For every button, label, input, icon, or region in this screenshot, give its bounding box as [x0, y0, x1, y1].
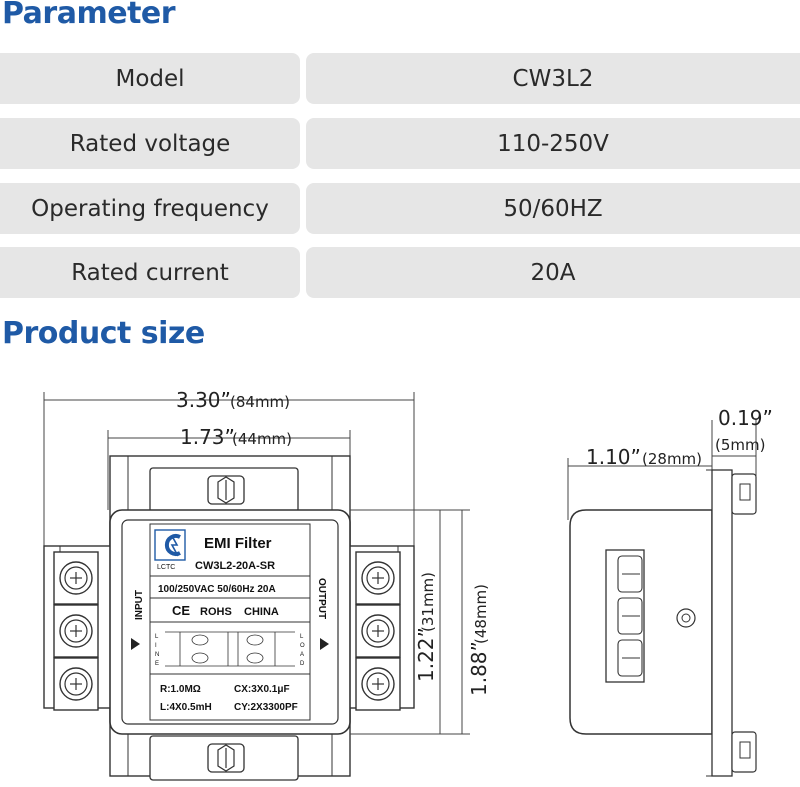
label-l: L:4X0.5mH: [160, 702, 212, 713]
brand-logo: [154, 529, 186, 561]
param-row-rated-voltage: Rated voltage 110-250V: [0, 118, 800, 169]
dim-height-total-mm: (48mm): [472, 584, 490, 644]
line-letter: E: [155, 661, 159, 667]
dim-tab-inch: 0.19”: [718, 406, 773, 430]
input-arrow-icon: [131, 638, 140, 650]
parameter-title: Parameter: [2, 0, 176, 31]
dim-width-total-mm: (84mm): [230, 393, 290, 411]
dim-tab-mm: (5mm): [715, 436, 765, 454]
brand-name: LCTC: [157, 564, 175, 571]
param-label: Rated current: [0, 247, 300, 298]
label-cx: CX:3X0.1μF: [234, 684, 290, 695]
dim-depth-mm: (28mm): [642, 450, 702, 468]
side-view: 1.10” (28mm) 0.19” (5mm): [567, 406, 773, 777]
param-label: Rated voltage: [0, 118, 300, 169]
param-value: CW3L2: [306, 53, 800, 104]
product-size-drawing: 3.30” (84mm) 1.73” (44mm) LCTC EMI: [43, 388, 773, 781]
param-row-rated-current: Rated current 20A: [0, 247, 800, 298]
load-letter: L: [300, 634, 304, 640]
dim-width-total-inch: 3.30”: [176, 388, 231, 412]
label-rating: 100/250VAC 50/60Hz 20A: [158, 584, 276, 595]
line-letter: L: [155, 634, 159, 640]
label-cy: CY:2X3300PF: [234, 702, 298, 713]
label-r: R:1.0MΩ: [160, 684, 201, 695]
label-title: EMI Filter: [204, 535, 272, 552]
label-rohs: ROHS: [200, 606, 232, 618]
param-label: Operating frequency: [0, 183, 300, 234]
dim-width-body-inch: 1.73”: [180, 425, 235, 449]
label-china: CHINA: [244, 606, 279, 618]
param-row-model: Model CW3L2: [0, 53, 800, 104]
param-label: Model: [0, 53, 300, 104]
line-letter: I: [155, 643, 157, 649]
output-label: OUTPUT: [316, 578, 327, 619]
dim-height-body-inch: 1.22”: [414, 627, 438, 682]
label-model: CW3L2-20A-SR: [195, 560, 275, 572]
load-letter: A: [300, 652, 304, 658]
dim-height-body-mm: (31mm): [419, 572, 437, 632]
dim-depth-inch: 1.10”: [586, 445, 641, 469]
label-ce: CE: [172, 603, 190, 618]
param-value: 20A: [306, 247, 800, 298]
output-arrow-icon: [320, 638, 329, 650]
load-letter: O: [300, 643, 305, 649]
line-letter: N: [155, 652, 159, 658]
input-label: INPUT: [134, 590, 145, 620]
load-letter: D: [300, 661, 305, 667]
front-view: 3.30” (84mm) 1.73” (44mm) LCTC EMI: [43, 388, 491, 781]
dim-width-body-mm: (44mm): [232, 430, 292, 448]
circuit-schematic: [165, 631, 295, 667]
param-row-operating-frequency: Operating frequency 50/60HZ: [0, 183, 800, 234]
param-value: 110-250V: [306, 118, 800, 169]
param-value: 50/60HZ: [306, 183, 800, 234]
dim-height-total-inch: 1.88”: [467, 641, 491, 696]
product-size-title: Product size: [2, 316, 205, 351]
